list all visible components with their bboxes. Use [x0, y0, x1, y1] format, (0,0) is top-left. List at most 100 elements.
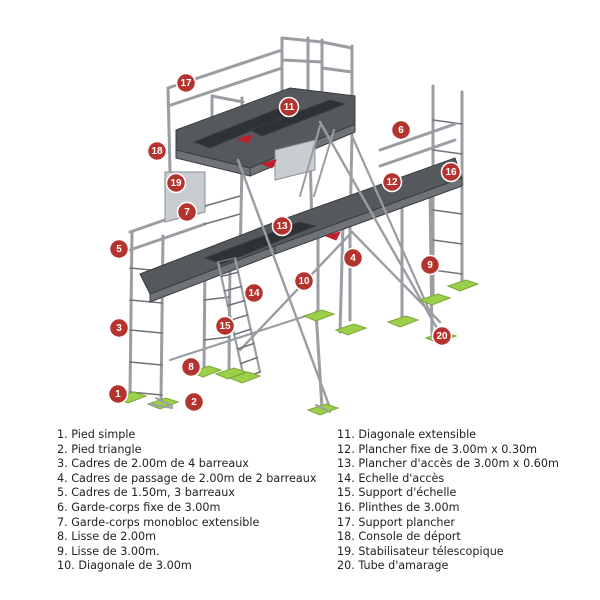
legend-item: 11. Diagonale extensible: [337, 428, 477, 441]
callout-number: 13: [276, 221, 288, 232]
frame-rung: [432, 119, 463, 125]
base-pad: [334, 323, 368, 336]
legend-item: 17. Support plancher: [337, 515, 456, 529]
callout-badge: [419, 254, 441, 276]
callout-number: 18: [151, 146, 163, 157]
callout-badge: [176, 201, 198, 223]
base-pad: [189, 365, 223, 378]
ladder-rail: [299, 125, 321, 197]
scaffold-structure: [114, 36, 480, 416]
legend-item: 2. Pied triangle: [57, 442, 142, 456]
callout-badge: [390, 119, 412, 141]
legend-item: 7. Garde-corps monobloc extensible: [57, 515, 260, 529]
legend-item: 19. Stabilisateur télescopique: [337, 544, 504, 558]
legend-item: 8. Lisse de 2.00m: [57, 530, 157, 544]
tripod-foot: [149, 403, 173, 409]
ladder-rung: [233, 328, 252, 336]
guardrail: [166, 66, 284, 108]
callout-badge: [293, 270, 315, 292]
tripod-foot: [315, 404, 331, 413]
guardrail: [378, 138, 457, 168]
legend-item: 13. Plancher d'accès de 3.00m x 0.60m: [337, 457, 559, 471]
callout-number: 10: [298, 276, 310, 287]
callout-badge: [175, 72, 197, 94]
ladder-rail: [313, 129, 335, 197]
callout-number: 5: [116, 244, 122, 255]
callout-badge: [180, 356, 202, 378]
legend-item: 3. Cadres de 2.00m de 4 barreaux: [57, 457, 249, 471]
callout-number: 9: [427, 260, 433, 271]
callout-number: 8: [188, 362, 194, 373]
guardrail: [128, 222, 207, 252]
base-pad: [302, 309, 336, 322]
frame-post: [166, 86, 172, 174]
base-pad: [446, 279, 480, 292]
deck-edge: [274, 177, 463, 255]
frame-rung: [432, 209, 463, 215]
ladder-rung: [236, 342, 255, 350]
ladder-rung: [223, 285, 243, 292]
base-pad: [228, 371, 262, 384]
ladder-rung: [239, 356, 258, 365]
diagonal: [318, 120, 440, 332]
stabilizer: [350, 230, 442, 324]
ladder-rung: [226, 299, 246, 307]
callout-number: 7: [184, 207, 190, 218]
guardrail: [280, 58, 324, 64]
frame-rung: [129, 299, 163, 304]
callout-badge: [108, 238, 130, 260]
cabinet-box: [274, 139, 316, 181]
legend-right: 11. Diagonale extensible 12. Plancher fi…: [337, 428, 559, 574]
callout-badge: [165, 172, 187, 194]
legend-left: 1. Pied simple 2. Pied triangle 3. Cadre…: [57, 428, 316, 574]
legend-item: 5. Cadres de 1.50m, 3 barreaux: [57, 486, 235, 500]
callout-badge: [243, 282, 265, 304]
callout-badge: [183, 391, 205, 413]
callout-number: 19: [170, 178, 182, 189]
frame-rung: [129, 329, 163, 334]
callout-badge: [146, 140, 168, 162]
legend-item: 14. Echelle d'accès: [337, 471, 445, 485]
callout-badge: [440, 161, 462, 183]
callout-badge: [342, 247, 364, 269]
callout-number: 1: [115, 389, 121, 400]
legend-item: 1. Pied simple: [57, 428, 136, 441]
callout-badge: [108, 317, 130, 339]
frame-post: [314, 310, 324, 410]
callout-number: 17: [180, 78, 192, 89]
access-hatch: [248, 99, 347, 137]
guardrail: [378, 122, 457, 152]
callout-badge: [278, 96, 300, 118]
callout-badge: [214, 315, 236, 337]
frame-rung: [432, 149, 463, 155]
legend-item: 6. Garde-corps fixe de 3.00m: [57, 500, 221, 514]
legend-item: 15. Support d'échelle: [337, 486, 457, 500]
frame-rung: [129, 361, 163, 366]
ladder-rung: [220, 271, 239, 278]
callout-number: 15: [219, 321, 231, 332]
callout-number: 6: [398, 125, 404, 136]
callout-badge: [431, 325, 453, 347]
frame-post: [159, 234, 165, 402]
legend-item: 9. Lisse de 3.00m.: [57, 544, 160, 558]
ladder-rung: [230, 314, 249, 321]
frame-post: [128, 230, 134, 397]
ladder-rung: [217, 257, 236, 263]
callout-badge: [107, 383, 129, 405]
callout-number: 12: [386, 177, 398, 188]
base-pad: [418, 293, 452, 306]
guardrail: [320, 66, 354, 74]
frame-rung: [432, 239, 463, 245]
callout-badge: [381, 171, 403, 193]
warning-mark: [324, 231, 341, 241]
callout-number: 20: [436, 331, 448, 342]
tripod-foot: [155, 397, 173, 407]
guardrail: [210, 94, 245, 104]
guardrail: [204, 213, 241, 225]
legend-item: 4. Cadres de passage de 2.00m de 2 barre…: [57, 471, 317, 485]
diagonal: [350, 134, 432, 314]
diagonal: [236, 158, 332, 410]
frame-rung: [203, 336, 230, 341]
base-pad: [386, 315, 420, 328]
